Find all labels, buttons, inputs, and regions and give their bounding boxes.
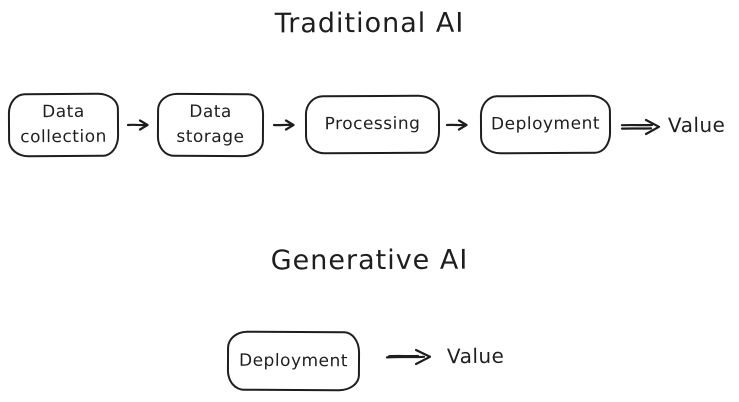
flow-step-deployment: Deployment (479, 94, 612, 155)
flow-step-label: Data storage (176, 101, 245, 148)
flow-step-label: Processing (324, 113, 421, 135)
value-label: Value (667, 112, 726, 138)
flow-step-label: Data collection (20, 101, 107, 148)
flow-step-label: Deployment (238, 350, 349, 371)
flow-step-label: Deployment (490, 113, 601, 135)
flow-step-deployment-generative: Deployment (226, 330, 361, 392)
double-arrow-right-icon (385, 346, 437, 368)
flow-step-data-collection: Data collection (7, 92, 120, 158)
arrow-right-icon (445, 116, 473, 134)
flow-step-data-storage: Data storage (156, 92, 265, 158)
arrow-right-icon (272, 116, 300, 134)
arrow-right-icon (126, 116, 154, 134)
section-title-generative-ai: Generative AI (270, 244, 469, 277)
section-title-traditional-ai: Traditional AI (274, 7, 465, 40)
value-label: Value (446, 343, 505, 369)
flow-step-processing: Processing (304, 94, 441, 155)
double-arrow-right-icon (620, 117, 664, 137)
